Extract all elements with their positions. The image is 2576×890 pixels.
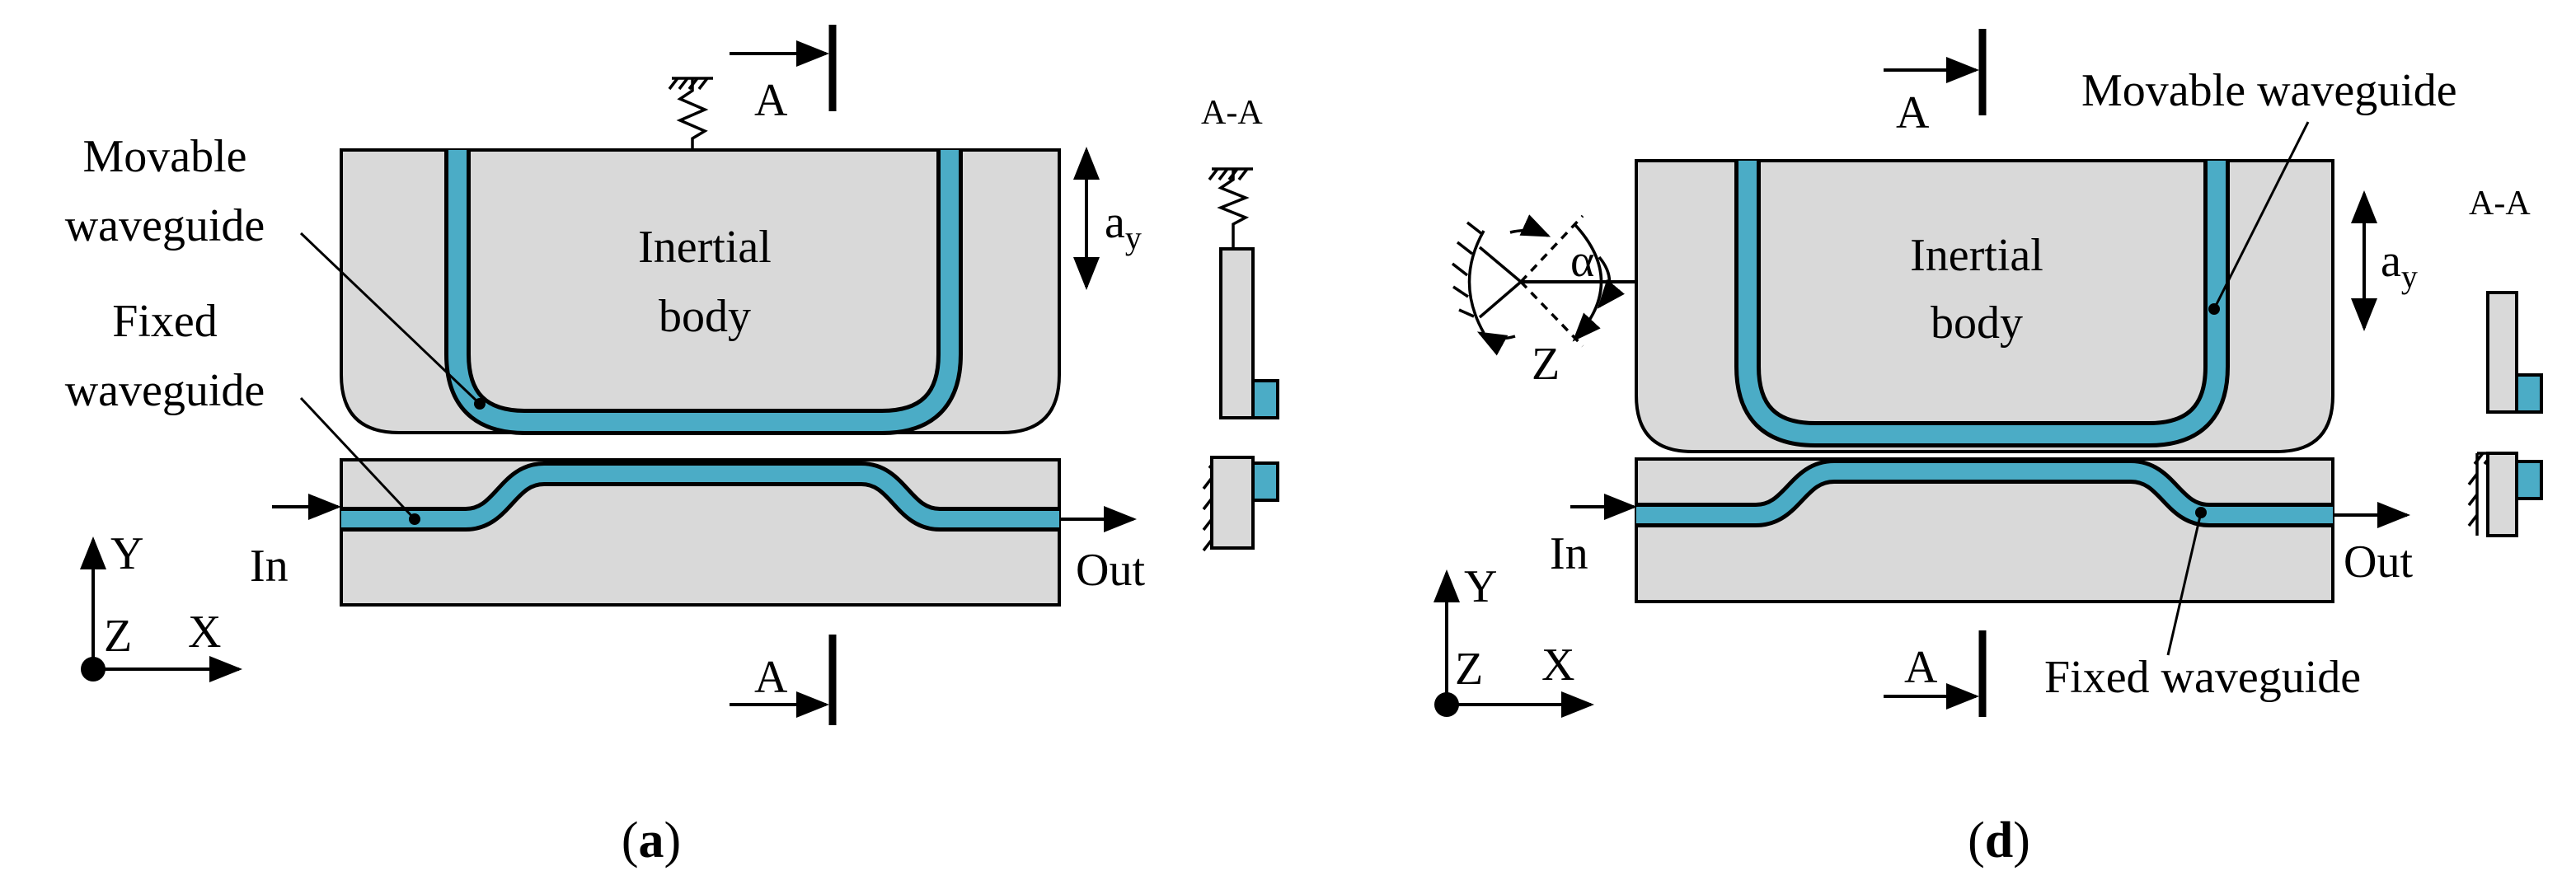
accel-label-d: ay — [2381, 236, 2418, 295]
section-label-bottom-d: A — [1904, 642, 1938, 693]
section-view-fixed-d — [2486, 452, 2518, 537]
inertial-body-d — [1635, 159, 2334, 453]
section-view-body-a — [1219, 247, 1255, 419]
movable-leader-a — [299, 232, 481, 405]
fixed-label-d: Fixed waveguide — [2044, 652, 2361, 703]
fixed-leader-a — [299, 396, 416, 521]
movable-leader-d — [2212, 121, 2310, 310]
section-view-body-d — [2486, 291, 2518, 414]
section-view-spring-a — [1208, 167, 1253, 249]
section-view-fixed-a — [1210, 456, 1255, 550]
panel-a: A Inertial body In Out A — [65, 25, 1279, 869]
out-label-d: Out — [2344, 536, 2413, 588]
axis-z-label-d: Z — [1455, 644, 1483, 695]
z-axis-dot-a — [81, 657, 106, 682]
in-label-d: In — [1550, 528, 1588, 579]
z-axis-dot-d — [1434, 692, 1459, 717]
accel-label-a: ay — [1105, 197, 1142, 256]
movable-label-a-line2: waveguide — [65, 200, 265, 251]
movable-label-d: Movable waveguide — [2081, 65, 2457, 116]
section-view-movable-wg-d — [2515, 373, 2543, 414]
axis-z-label-a: Z — [104, 611, 132, 662]
out-label-a: Out — [1076, 545, 1145, 596]
rotation-mount-d — [1451, 214, 1625, 356]
movable-label-a-line1: Movable — [82, 131, 246, 182]
axis-x-label-d: X — [1541, 639, 1574, 691]
axis-x-label-a: X — [188, 607, 221, 658]
body-label-a-line1: Inertial — [638, 222, 772, 273]
spring-a — [668, 77, 713, 150]
section-label-top-d: A — [1896, 87, 1930, 138]
panel-d: A Inertial body α Z — [1433, 29, 2543, 869]
fixed-label-a-line1: Fixed — [112, 296, 218, 347]
body-label-d-line1: Inertial — [1910, 230, 2043, 281]
body-label-d-line2: body — [1931, 297, 2023, 349]
axes-d: Y Z X — [1433, 561, 1594, 718]
in-label-a: In — [250, 541, 289, 592]
fixed-leader-d — [2166, 512, 2203, 656]
section-view-fixed-wg-a — [1251, 461, 1279, 502]
section-view-movable-wg-a — [1251, 379, 1279, 419]
section-view-fixed-wg-d — [2515, 460, 2543, 500]
panel-label-a: (a) — [622, 813, 681, 869]
inertial-body-a — [340, 148, 1061, 434]
section-label-top-a: A — [754, 75, 788, 126]
section-label-bottom-a: A — [754, 652, 788, 703]
section-view-label-a: A-A — [1201, 94, 1263, 132]
rot-axis-label-d: Z — [1532, 339, 1560, 390]
axis-y-label-d: Y — [1464, 561, 1497, 612]
panel-label-d: (d) — [1968, 813, 2030, 869]
section-view-label-d: A-A — [2469, 185, 2531, 222]
angle-label-d: α — [1570, 236, 1594, 287]
axis-y-label-a: Y — [110, 528, 143, 579]
body-label-a-line2: body — [659, 291, 751, 342]
axes-a: Y Z X — [80, 528, 242, 682]
fixed-label-a-line2: waveguide — [65, 365, 265, 416]
